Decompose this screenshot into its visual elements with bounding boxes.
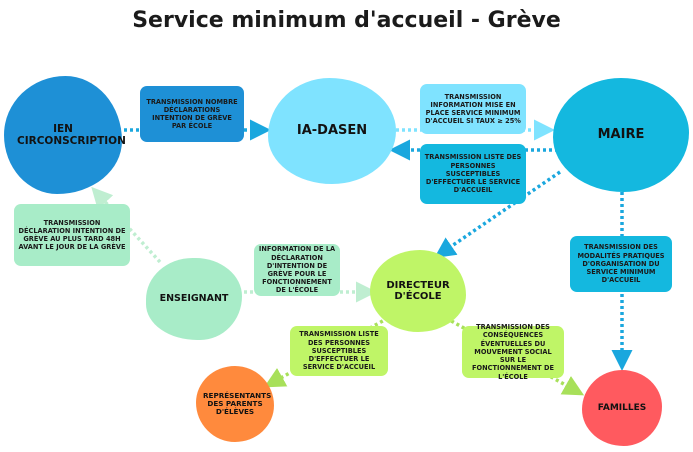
arrow-enseignant-to-ien (91, 186, 162, 264)
label-ien-to-dasen: TRANSMISSION NOMBRE DÉCLARATIONS INTENTI… (140, 86, 244, 142)
arrow-maire-to-directeur (434, 170, 561, 258)
label-directeur-to-familles: TRANSMISSION DES CONSÉQUENCES ÉVENTUELLE… (462, 323, 564, 381)
node-representants-parents: REPRÉSENTANTS DES PARENTS D'ÉLÈVES (196, 366, 274, 442)
label-enseignant-to-ien: TRANSMISSION DÉCLARATION INTENTION DE GR… (14, 204, 130, 266)
diagram-title: Service minimum d'accueil - Grève (132, 8, 561, 33)
node-directeur-label: DIRECTEUR D'ÉCOLE (386, 279, 450, 303)
label-maire-to-dasen: TRANSMISSION LISTE DES PERSONNES SUSCEPT… (420, 144, 526, 204)
label-enseignant-to-directeur: INFORMATION DE LA DÉCLARATION D'INTENTIO… (254, 244, 340, 296)
node-maire-label: MAIRE (597, 126, 645, 142)
node-enseignant: ENSEIGNANT (146, 258, 242, 340)
node-representants-label: REPRÉSENTANTS DES PARENTS D'ÉLÈVES (203, 390, 272, 417)
node-maire: MAIRE (553, 78, 689, 192)
node-ia-dasen-label: IA-DASEN (296, 122, 368, 138)
node-enseignant-label: ENSEIGNANT (159, 292, 229, 304)
node-familles-label: FAMILLES (597, 402, 647, 413)
label-dasen-to-maire: TRANSMISSION INFORMATION MISE EN PLACE S… (420, 84, 526, 134)
label-directeur-to-representants: TRANSMISSION LISTE DES PERSONNES SUSCEPT… (290, 326, 388, 376)
node-ia-dasen: IA-DASEN (268, 78, 396, 184)
node-familles: FAMILLES (582, 370, 662, 446)
node-ien-circonscription: IEN CIRCONSCRIPTION (4, 76, 126, 194)
label-maire-to-familles: TRANSMISSION DES MODALITÉS PRATIQUES D'O… (570, 236, 672, 292)
node-directeur-ecole: DIRECTEUR D'ÉCOLE (370, 250, 466, 332)
node-ien-label: IEN CIRCONSCRIPTION (17, 122, 126, 147)
